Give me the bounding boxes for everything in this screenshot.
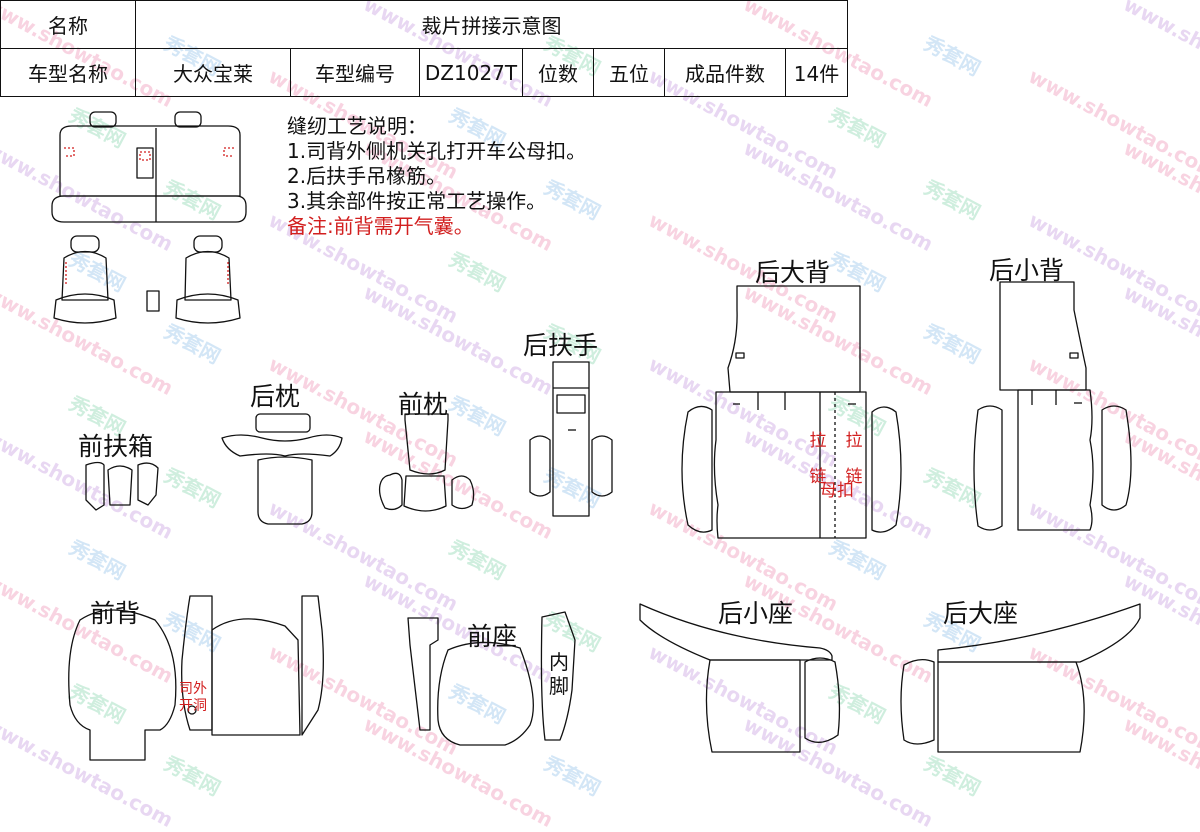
overview-headrest-left [89, 111, 117, 128]
overview-front-headrest-left [70, 235, 100, 253]
zip-right-mark: 拉链 [845, 431, 863, 487]
label-rear-small-seat: 后小座 [718, 599, 794, 628]
front-armrest-box-pattern [85, 461, 159, 511]
notes-title: 缝纫工艺说明： [287, 114, 427, 138]
label-rear-large-seat: 后大座 [943, 599, 1019, 628]
overview-rear-cushion [51, 195, 247, 223]
label-rear-large-back: 后大背 [755, 258, 831, 287]
notes-remark: 备注:前背需开气囊。 [287, 214, 474, 238]
rear-large-seat-pattern [900, 603, 1141, 753]
seats-label: 位数 [522, 48, 594, 97]
pattern-diagram [51, 111, 1141, 761]
seats-value: 五位 [593, 48, 665, 97]
label-front-back: 前背 [90, 599, 141, 628]
label-rear-small-back: 后小背 [989, 256, 1065, 285]
pieces-value: 14件 [785, 48, 848, 97]
overview-armrest [136, 147, 154, 179]
overview-front-back-left [61, 250, 109, 301]
overview-front-seat-left [53, 293, 117, 324]
overview-front-back-right [184, 250, 232, 301]
front-seat-pattern [407, 611, 576, 746]
sewing-notes: 缝纫工艺说明： 1.司背外侧机关孔打开车公母扣。 2.后扶手吊橡筋。 3.其余部… [287, 114, 586, 239]
driver-outer-hole-mark: 司外开洞 [179, 681, 207, 714]
zip-left-mark: 拉链 [809, 431, 827, 487]
note-item: 2.后扶手吊橡筋。 [287, 164, 447, 188]
rear-armrest-pattern [529, 361, 613, 517]
overview-front-headrest-right [193, 235, 223, 253]
rear-headrest-pattern [221, 413, 343, 525]
label-rear-armrest: 后扶手 [523, 331, 599, 360]
label-front-headrest: 前枕 [398, 390, 449, 419]
pieces-label: 成品件数 [664, 48, 786, 97]
rear-small-seat-pattern [639, 603, 841, 753]
model-name: 大众宝莱 [135, 48, 291, 97]
label-front-armrest-box: 前扶箱 [78, 432, 154, 461]
rear-small-back-pattern [973, 281, 1132, 531]
front-back-pattern [68, 595, 324, 761]
snap-mark: 母扣 [820, 481, 854, 501]
inner-foot-mark: 内脚 [549, 650, 569, 698]
header-table: 名称 裁片拼接示意图 车型名称 大众宝莱 车型编号 DZ1027T 位数 五位 … [0, 0, 848, 97]
model-code: DZ1027T [419, 48, 523, 97]
label-front-seat: 前座 [467, 622, 518, 651]
name-label: 名称 [0, 0, 136, 49]
diagram-title: 裁片拼接示意图 [135, 0, 848, 49]
note-item: 3.其余部件按正常工艺操作。 [287, 189, 547, 213]
model-name-label: 车型名称 [0, 48, 136, 97]
front-headrest-pattern [378, 413, 475, 512]
label-rear-headrest: 后枕 [250, 382, 301, 411]
overview-rear-back [59, 125, 241, 197]
overview-front-seat-right [175, 293, 241, 324]
rear-large-back-pattern [681, 285, 902, 539]
note-item: 1.司背外侧机关孔打开车公母扣。 [287, 139, 587, 163]
overview-front-armrest [146, 290, 160, 312]
overview-headrest-right [174, 111, 202, 128]
seat-overview [51, 111, 247, 324]
model-code-label: 车型编号 [290, 48, 420, 97]
